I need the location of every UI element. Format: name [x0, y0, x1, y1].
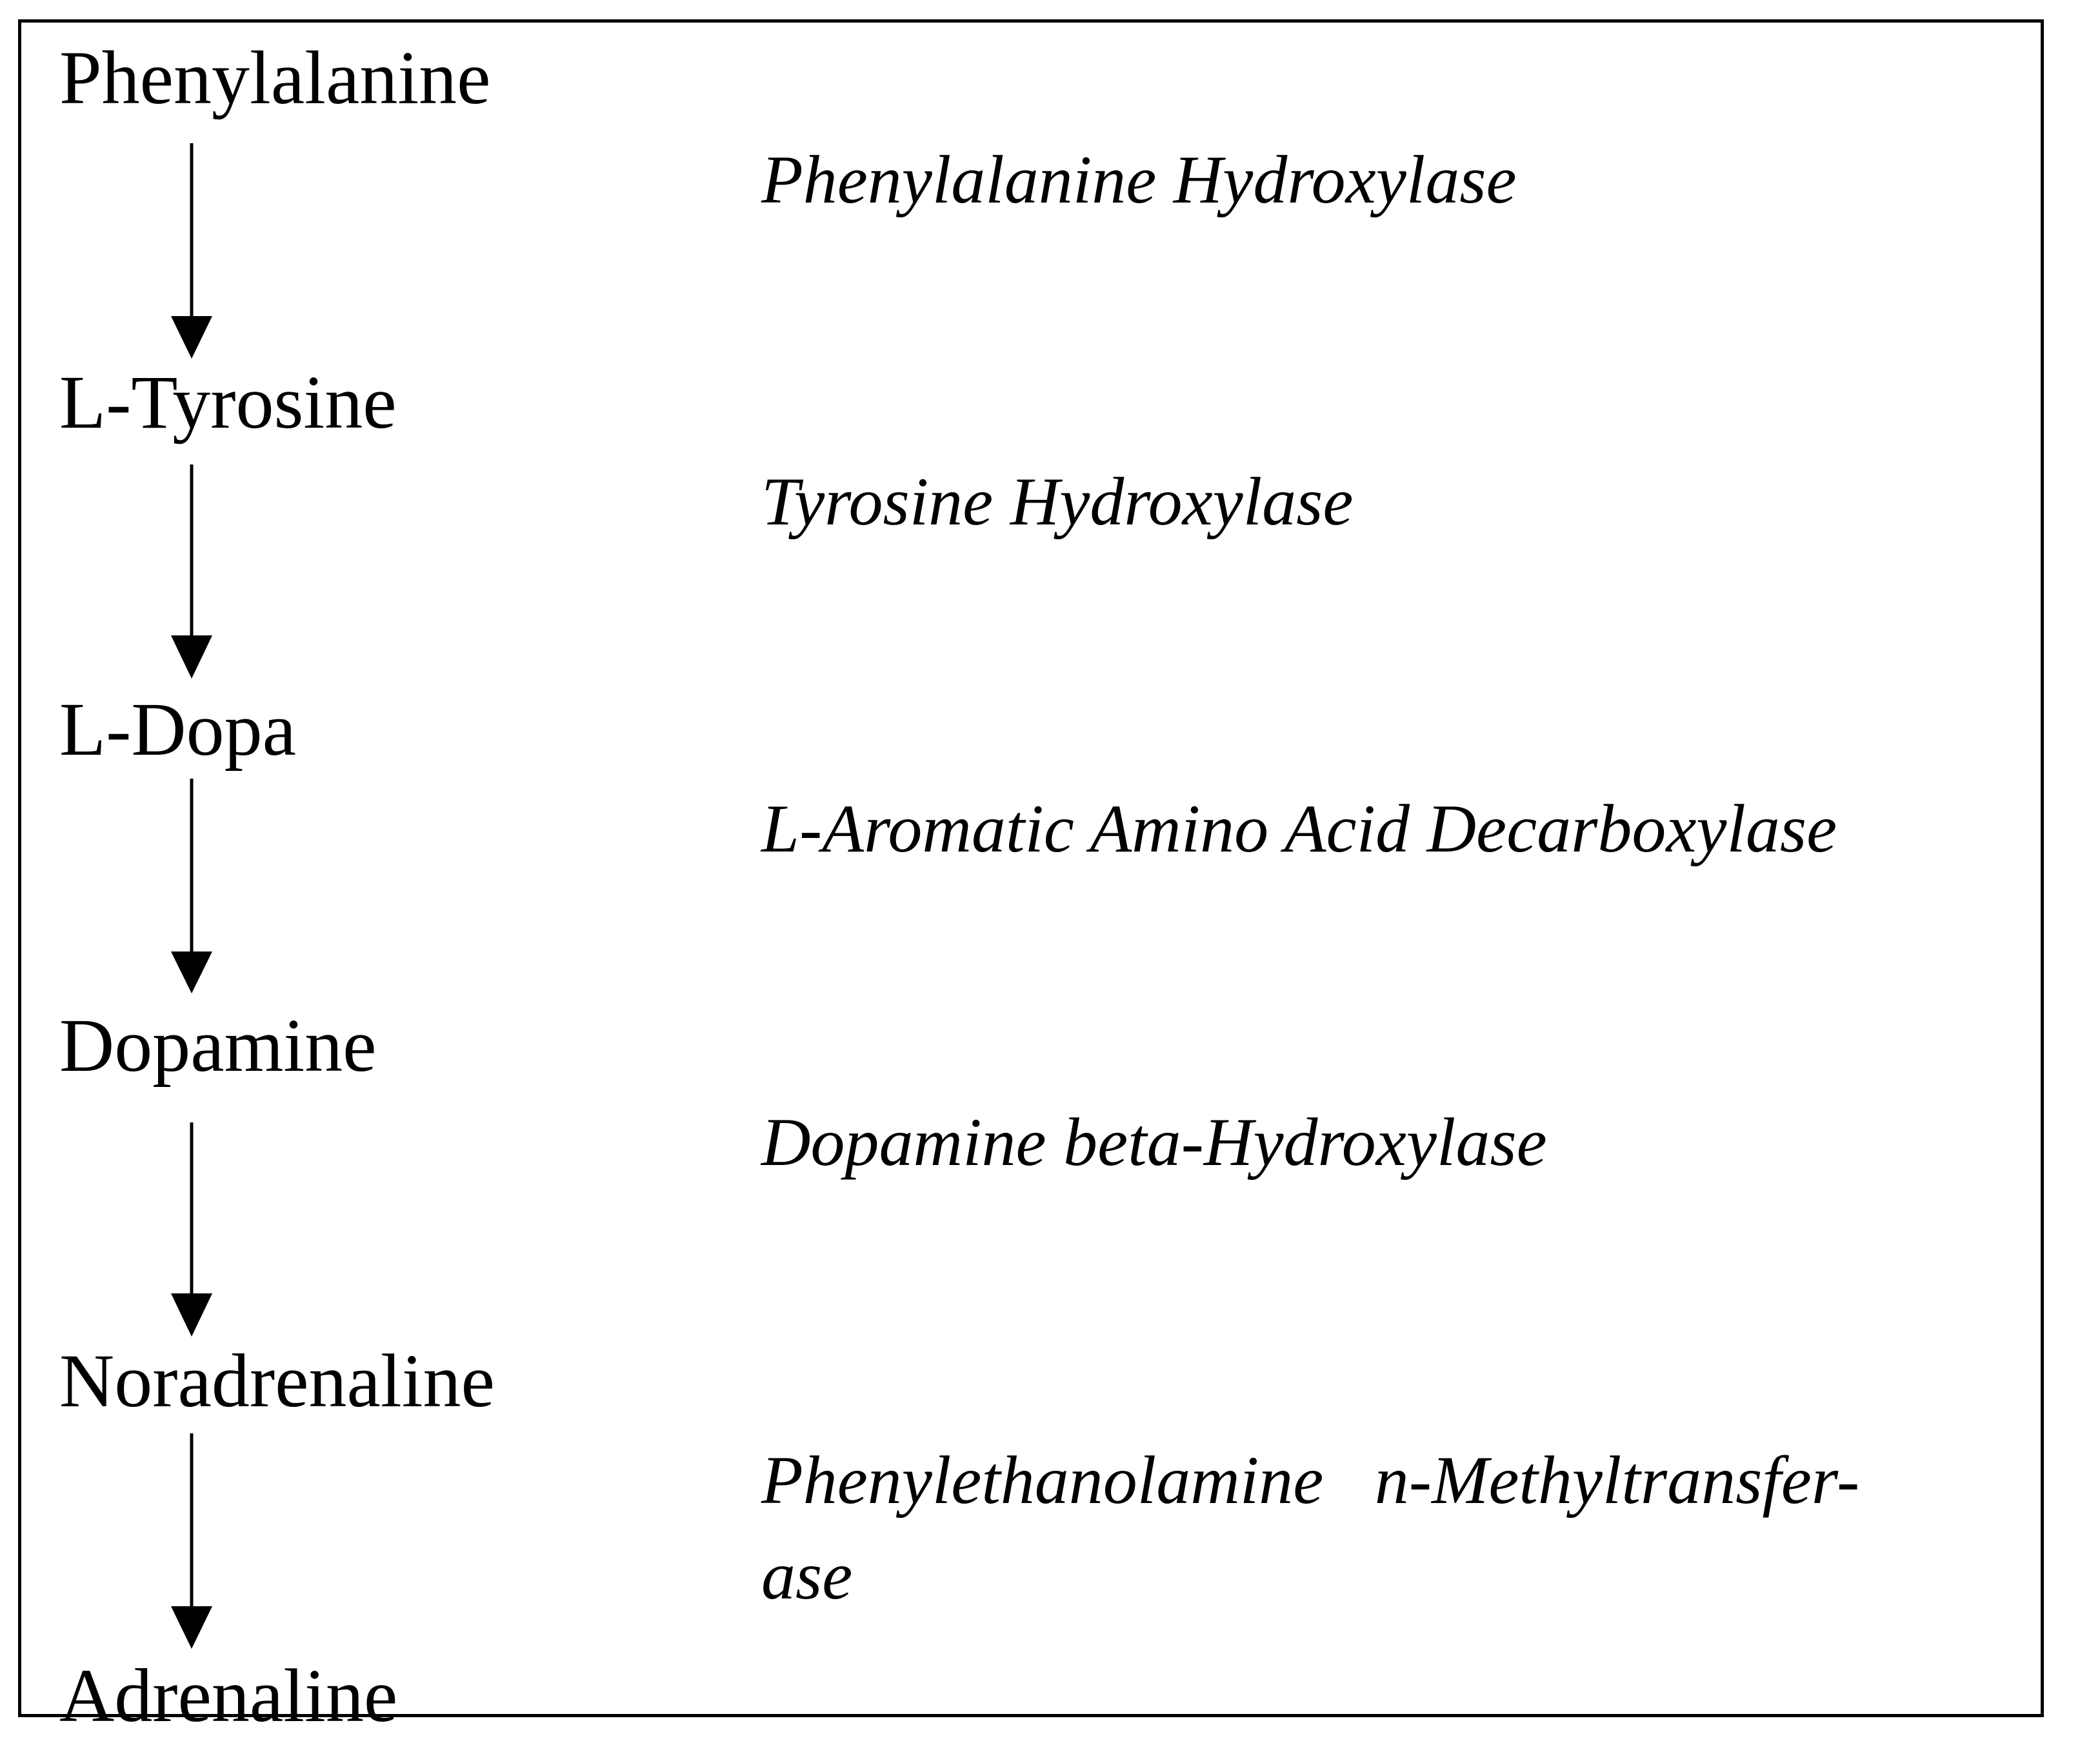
- enzyme-label-line: L-Aromatic Amino Acid Decarboxylase: [761, 791, 1837, 866]
- arrow-l-dopa-to-dopamine: [171, 779, 212, 993]
- compound-noradrenaline: Noradrenaline: [59, 1339, 495, 1423]
- compound-l-tyrosine: L-Tyrosine: [59, 360, 397, 444]
- enzyme-label-line: Phenylethanolamine n-Methyltransfer-: [761, 1442, 1860, 1518]
- compound-l-dopa: L-Dopa: [59, 687, 296, 772]
- compound-adrenaline: Adrenaline: [59, 1653, 398, 1738]
- enzyme-label-line: ase: [761, 1538, 853, 1613]
- enzyme-pnmt: Phenylethanolamine n-Methyltransfer- ase: [761, 1446, 1859, 1610]
- enzyme-dopamine-beta-hydroxylase: Dopamine beta-Hydroxylase: [761, 1108, 1547, 1177]
- arrow-l-tyrosine-to-l-dopa: [171, 464, 212, 679]
- compound-phenylalanine: Phenylalanine: [59, 35, 491, 120]
- enzyme-label-line: Tyrosine Hydroxylase: [761, 464, 1354, 539]
- compound-dopamine: Dopamine: [59, 1003, 377, 1088]
- enzyme-label-line: Dopamine beta-Hydroxylase: [761, 1104, 1547, 1180]
- enzyme-phenylalanine-hydroxylase: Phenylalanine Hydroxylase: [761, 146, 1517, 214]
- enzyme-label-line: Phenylalanine Hydroxylase: [761, 142, 1517, 217]
- arrow-noradrenaline-to-adrenaline: [171, 1433, 212, 1649]
- arrow-dopamine-to-noradrenaline: [171, 1122, 212, 1337]
- arrow-phenylalanine-to-l-tyrosine: [171, 143, 212, 359]
- enzyme-aromatic-amino-acid-decarboxylase: L-Aromatic Amino Acid Decarboxylase: [761, 795, 1837, 863]
- enzyme-tyrosine-hydroxylase: Tyrosine Hydroxylase: [761, 468, 1353, 536]
- pathway-frame: [18, 19, 2044, 1717]
